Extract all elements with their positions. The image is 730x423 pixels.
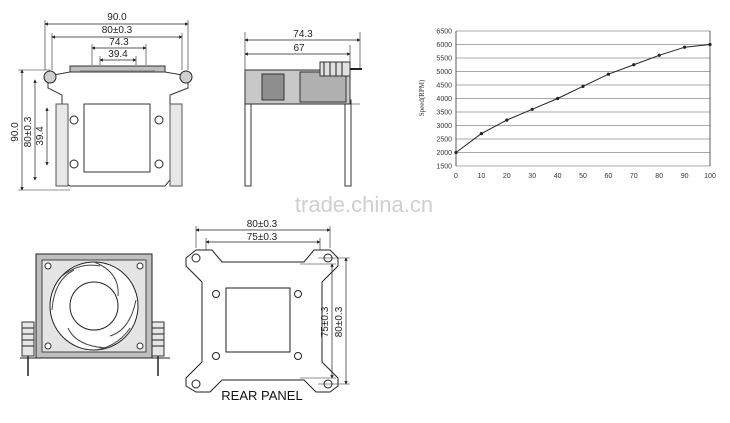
chart-xtick-label: 100 [704, 173, 716, 180]
chart-xtick-label: 30 [528, 173, 536, 180]
chart-xtick-label: 0 [454, 173, 458, 180]
rear-dim-width-inner: 75±0.3 [247, 232, 278, 243]
chart-ytick-label: 5500 [436, 56, 452, 63]
chart-data-point [606, 72, 611, 76]
front-view-drawing [18, 20, 193, 191]
side-dim-depth-inner: 67 [293, 43, 305, 54]
chart-ytick-label: 3500 [436, 110, 452, 117]
speed-chart: 1500200025003000350040004500500055006000… [418, 29, 716, 181]
watermark: trade.china.cn [295, 192, 433, 217]
chart-data-point [683, 45, 687, 49]
chart-ytick-label: 4000 [436, 96, 452, 103]
rear-panel-label: REAR PANEL [221, 388, 302, 403]
fan-view-drawing [20, 253, 170, 376]
chart-data-point [530, 107, 534, 111]
chart-data-point [581, 84, 585, 88]
rear-vdim-inner: 75±0.3 [320, 306, 331, 337]
front-dim-hole-spacing: 80±0.3 [102, 25, 133, 36]
chart-data-point [632, 63, 636, 67]
front-dim-inner: 39.4 [108, 49, 128, 60]
front-vdim-hole-spacing: 80±0.3 [23, 116, 34, 147]
chart-xtick-label: 60 [605, 173, 613, 180]
chart-ytick-label: 3000 [436, 123, 452, 130]
chart-ytick-label: 6500 [436, 29, 452, 36]
chart-xtick-label: 80 [655, 173, 663, 180]
chart-series [454, 42, 712, 155]
chart-data-point [657, 53, 661, 57]
chart-xtick-label: 10 [478, 173, 486, 180]
chart-ytick-label: 2500 [436, 137, 452, 144]
rear-panel-drawing [185, 226, 350, 393]
chart-ytick-label: 5000 [436, 69, 452, 76]
front-dim-fin-width: 74.3 [109, 37, 129, 48]
chart-xtick-label: 70 [630, 173, 638, 180]
chart-xtick-label: 50 [579, 173, 587, 180]
chart-ytick-label: 1500 [436, 164, 452, 171]
chart-ylabel: Speed(RPM) [418, 79, 426, 116]
chart-data-point [556, 96, 560, 101]
front-vdim-height-total: 90.0 [10, 122, 21, 142]
chart-xticks: 0 10 20 30 40 50 60 70 80 90 100 [454, 173, 716, 180]
chart-ytick-label: 4500 [436, 83, 452, 90]
chart-data-point [454, 150, 458, 155]
chart-ytick-label: 2000 [436, 150, 452, 157]
chart-axes [455, 31, 711, 166]
chart-ytick-label: 6000 [436, 42, 452, 49]
chart-data-point [708, 42, 712, 47]
chart-xtick-label: 20 [503, 173, 511, 180]
chart-yticks: 1500 2000 2500 3000 3500 4000 4500 5000 5500 6000… [436, 29, 452, 171]
front-dim-width-total: 90.0 [107, 12, 127, 23]
side-dim-depth: 74.3 [293, 29, 313, 40]
front-vdim-inner: 39.4 [35, 126, 46, 146]
chart-grid [456, 30, 710, 167]
chart-xtick-label: 40 [554, 173, 562, 180]
chart-data-point [505, 118, 509, 122]
chart-xtick-label: 90 [681, 173, 689, 180]
rear-vdim-outer: 80±0.3 [334, 306, 345, 337]
side-view-drawing [244, 32, 362, 187]
chart-data-point [479, 132, 483, 136]
rear-dim-width-outer: 80±0.3 [247, 219, 278, 230]
